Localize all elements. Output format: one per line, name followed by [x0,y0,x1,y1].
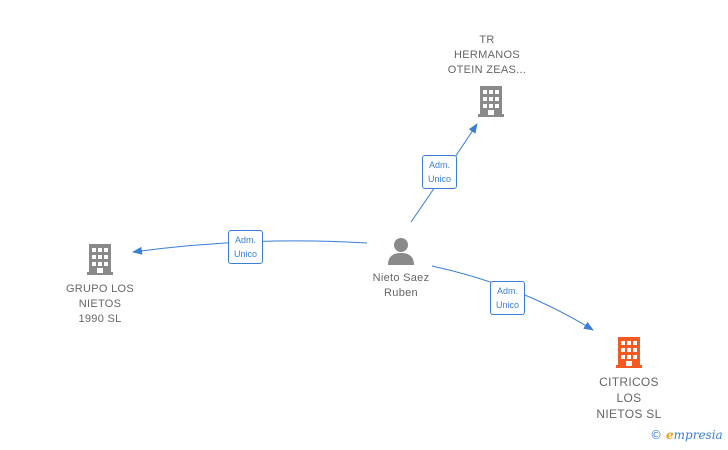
brand-name: mpresia [673,428,723,442]
node-label-citricos[interactable]: CITRICOS LOS NIETOS SL [596,375,662,421]
building-icon-citricos[interactable] [616,337,642,368]
edge-label-to-grupo: Adm. Unico [228,230,264,264]
person-icon[interactable] [388,238,414,265]
node-label-grupo[interactable]: GRUPO LOS NIETOS 1990 SL [65,283,135,325]
node-label-person[interactable]: Nieto Saez Ruben [372,272,430,299]
edge-label-to-tr: Adm. Unico [422,155,458,189]
empresia-credit: © empresia [650,428,723,442]
copyright-icon: © [650,428,662,442]
node-label-tr[interactable]: TR HERMANOS OTEIN ZEAS... [447,34,527,76]
brand-initial: e [666,428,674,442]
building-icon-grupo[interactable] [87,244,113,275]
edge-label-to-citricos: Adm. Unico [490,281,526,315]
building-icon-tr[interactable] [478,86,504,117]
